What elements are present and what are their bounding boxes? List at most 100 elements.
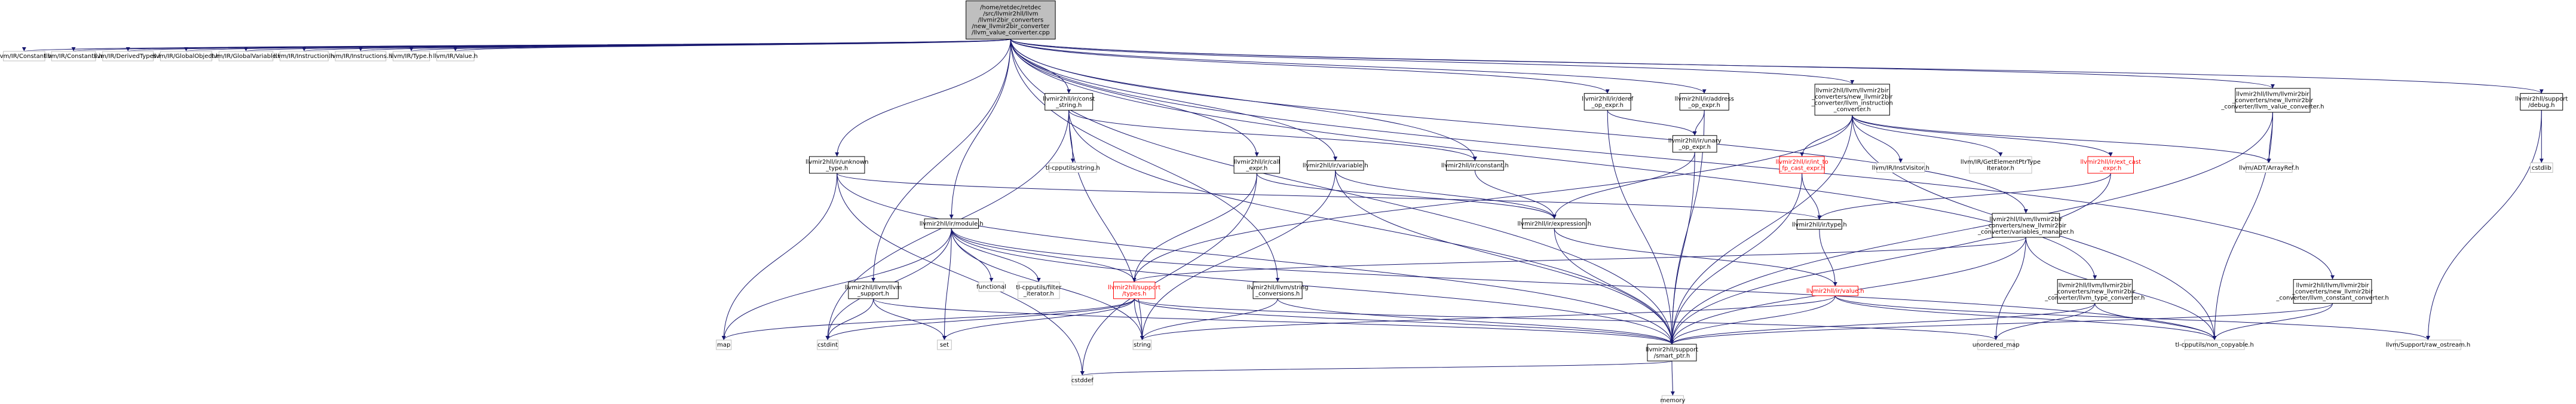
node-box bbox=[1132, 339, 1152, 350]
node-label: /home/retdec/retdec bbox=[980, 5, 1041, 11]
edge-root-to-hll-module bbox=[949, 39, 1011, 219]
edge-hll-expression-to-hll-ir-value bbox=[1554, 228, 1837, 286]
node-hll-var-mgr[interactable]: llvmir2hll/llvm/llvmir2bir_converters/ne… bbox=[1977, 213, 2074, 238]
node-hll-int-to-fp[interactable]: llvmir2hll/ir/int_to_fp_cast_expr.h bbox=[1776, 156, 1828, 174]
edge-hll-deref-to-hll-unary bbox=[1607, 110, 1697, 136]
node-hll-ext-cast[interactable]: llvmir2hll/ir/ext_cast_expr.h bbox=[2080, 156, 2141, 174]
node-hll-type[interactable]: llvmir2hll/ir/type.h bbox=[1792, 219, 1847, 230]
node-label: /src/llvmir2hll/llvm bbox=[983, 11, 1038, 17]
node-hll-unary[interactable]: llvmir2hll/ir/unary_op_expr.h bbox=[1668, 135, 1722, 153]
node-cpputils-filter[interactable]: tl-cpputils/filter_iterator.h bbox=[1016, 281, 1062, 299]
node-box bbox=[1522, 218, 1587, 229]
node-hll-module[interactable]: llvmir2hll/ir/module.h bbox=[920, 218, 984, 229]
node-ir-globalobject[interactable]: llvm/IR/GlobalObject.h bbox=[153, 51, 220, 62]
node-label: _expr.h bbox=[1245, 165, 1267, 172]
edge-hll-type-conv-to-non-copyable bbox=[2094, 303, 2217, 341]
node-hll-variable[interactable]: llvmir2hll/ir/variable.h bbox=[1303, 160, 1368, 171]
edge-hll-debug-to-raw-ostream bbox=[2425, 110, 2542, 340]
node-functional[interactable]: functional bbox=[976, 281, 1006, 292]
node-hll-llvm-support[interactable]: llvmir2hll/llvm/llvm_support.h bbox=[845, 281, 902, 299]
edge-root-to-hll-const-string bbox=[1010, 39, 1071, 94]
node-label: llvmir2hll/ir/unknown bbox=[805, 159, 868, 166]
node-map[interactable]: map bbox=[716, 339, 732, 350]
node-label: cstdlib bbox=[2532, 165, 2552, 172]
edge-hll-instr-conv-to-llvm-instvisitor bbox=[1852, 115, 1903, 163]
node-unordered-map[interactable]: unordered_map bbox=[1972, 339, 2020, 350]
node-ir-instruction[interactable]: llvm/IR/Instruction.h bbox=[274, 51, 335, 62]
node-box bbox=[1445, 160, 1504, 171]
node-label: _converter/llvm_constant_converter.h bbox=[2275, 295, 2388, 301]
node-ir-type[interactable]: llvm/IR/Type.h bbox=[390, 51, 433, 62]
node-box bbox=[1661, 395, 1684, 404]
node-hll-address[interactable]: llvmir2hll/ir/address_op_expr.h bbox=[1675, 93, 1734, 111]
edge-hll-ir-value-to-string bbox=[1140, 295, 1836, 341]
node-adt-arrayref[interactable]: llvm/ADT/ArrayRef.h bbox=[2239, 163, 2299, 173]
node-label: cstddef bbox=[1071, 377, 1094, 384]
node-llvm-instvisitor[interactable]: llvm/IR/InstVisitor.h bbox=[1872, 163, 1929, 173]
node-ir-constant[interactable]: llvm/IR/Constant.h bbox=[0, 51, 51, 62]
node-label: _string.h bbox=[1055, 102, 1082, 109]
edge-hll-support-types-to-unordered-map bbox=[1134, 298, 1998, 341]
node-hll-ir-value[interactable]: llvmir2hll/ir/value.h bbox=[1806, 286, 1864, 296]
node-hll-call-expr[interactable]: llvmir2hll/ir/call_expr.h bbox=[1233, 156, 1281, 174]
edge-hll-string-conv-to-string bbox=[1140, 298, 1278, 341]
edge-root-to-hll-type-conv bbox=[1010, 39, 2097, 280]
edge-root-to-hll-deref bbox=[1010, 39, 1610, 94]
node-ir-value[interactable]: llvm/IR/Value.h bbox=[433, 51, 478, 62]
node-hll-expression[interactable]: llvmir2hll/ir/expression.h bbox=[1517, 218, 1591, 229]
node-label: llvmir2hll/ir/type.h bbox=[1792, 222, 1847, 228]
node-box bbox=[1876, 163, 1925, 173]
node-cstddef[interactable]: cstddef bbox=[1071, 375, 1094, 385]
node-memory[interactable]: memory bbox=[1660, 395, 1685, 404]
node-label: /new_llvmir2bir_converter bbox=[972, 23, 1050, 30]
node-root[interactable]: /home/retdec/retdec/src/llvmir2hll/llvm /… bbox=[966, 0, 1056, 39]
node-label: llvmir2hll/llvm/llvmir2bir bbox=[2059, 282, 2132, 289]
node-label: llvmir2hll/ir/deref bbox=[1582, 96, 1634, 102]
node-ir-instructions[interactable]: llvm/IR/Instructions.h bbox=[329, 51, 393, 62]
node-label: cstdint bbox=[817, 342, 838, 348]
node-hll-value-conv-h[interactable]: llvmir2hll/llvm/llvmir2bir_converters/ne… bbox=[2220, 88, 2324, 113]
node-ir-derivedtypes[interactable]: llvm/IR/DerivedTypes.h bbox=[94, 51, 163, 62]
node-box bbox=[2530, 163, 2553, 173]
node-box bbox=[1071, 375, 1094, 385]
edge-hll-llvm-support-to-cstdint bbox=[825, 298, 874, 340]
node-box bbox=[2245, 163, 2293, 173]
node-ir-constants[interactable]: llvm/IR/Constants.h bbox=[44, 51, 103, 62]
node-set[interactable]: set bbox=[937, 339, 952, 350]
node-hll-const-conv[interactable]: llvmir2hll/llvm/llvmir2bir_converters/ne… bbox=[2275, 279, 2389, 304]
node-label: llvmir2hll/ir/address bbox=[1675, 96, 1734, 102]
node-label: llvmir2hll/ir/module.h bbox=[920, 221, 984, 227]
edge-hll-const-conv-to-hll-smart-ptr bbox=[1670, 303, 2333, 345]
edge-root-to-hll-const-conv bbox=[1010, 39, 2335, 280]
edge-hll-const-string-to-hll-smart-ptr bbox=[1068, 110, 1674, 345]
edge-hll-support-types-to-hll-smart-ptr bbox=[1134, 298, 1674, 345]
node-label: llvmir2hll/ir/unary bbox=[1668, 138, 1722, 145]
node-cstdint[interactable]: cstdint bbox=[817, 339, 838, 350]
node-ir-globalvariable[interactable]: llvm/IR/GlobalVariable.h bbox=[210, 51, 282, 62]
node-hll-unknown[interactable]: llvmir2hll/ir/unknown_type.h bbox=[805, 156, 868, 174]
node-label: _conversions.h bbox=[1255, 290, 1300, 297]
node-raw-ostream[interactable]: llvm/Support/raw_ostream.h bbox=[2386, 339, 2471, 350]
edge-hll-instr-conv-to-llvm-gep bbox=[1852, 115, 2003, 157]
node-hll-instr-conv[interactable]: llvmir2hll/llvm/llvmir2bir_converters/ne… bbox=[1811, 84, 1894, 116]
node-hll-debug[interactable]: llvmir2hll/support/debug.h bbox=[2515, 93, 2568, 111]
node-cpputils-string[interactable]: tl-cpputils/string.h bbox=[1046, 163, 1100, 173]
node-hll-support-types[interactable]: llvmir2hll/support/types.h bbox=[1108, 281, 1160, 299]
node-hll-type-conv[interactable]: llvmir2hll/llvm/llvmir2bir_converters/ne… bbox=[2044, 279, 2145, 304]
node-hll-deref[interactable]: llvmir2hll/ir/deref_op_expr.h bbox=[1582, 93, 1634, 111]
node-non-copyable[interactable]: tl-cpputils/non_copyable.h bbox=[2175, 339, 2254, 350]
node-box bbox=[978, 281, 1004, 292]
node-box bbox=[848, 281, 899, 299]
node-cstdlib[interactable]: cstdlib bbox=[2530, 163, 2553, 173]
node-string[interactable]: string bbox=[1132, 339, 1152, 350]
edge-hll-int-to-fp-to-hll-smart-ptr bbox=[1670, 173, 1803, 345]
node-hll-string-conv[interactable]: llvmir2hll/llvm/string_conversions.h bbox=[1247, 281, 1309, 299]
node-hll-smart-ptr[interactable]: llvmir2hll/support/smart_ptr.h bbox=[1646, 344, 1698, 362]
node-box bbox=[436, 51, 474, 62]
edge-hll-call-expr-to-hll-expression bbox=[1256, 173, 1557, 219]
edge-hll-string-conv-to-hll-smart-ptr bbox=[1277, 298, 1674, 345]
node-hll-constant[interactable]: llvmir2hll/ir/constant.h bbox=[1441, 160, 1509, 171]
node-hll-const-string[interactable]: llvmir2hll/ir/const_string.h bbox=[1043, 93, 1095, 111]
edge-hll-call-expr-to-hll-support-types bbox=[1132, 173, 1257, 282]
